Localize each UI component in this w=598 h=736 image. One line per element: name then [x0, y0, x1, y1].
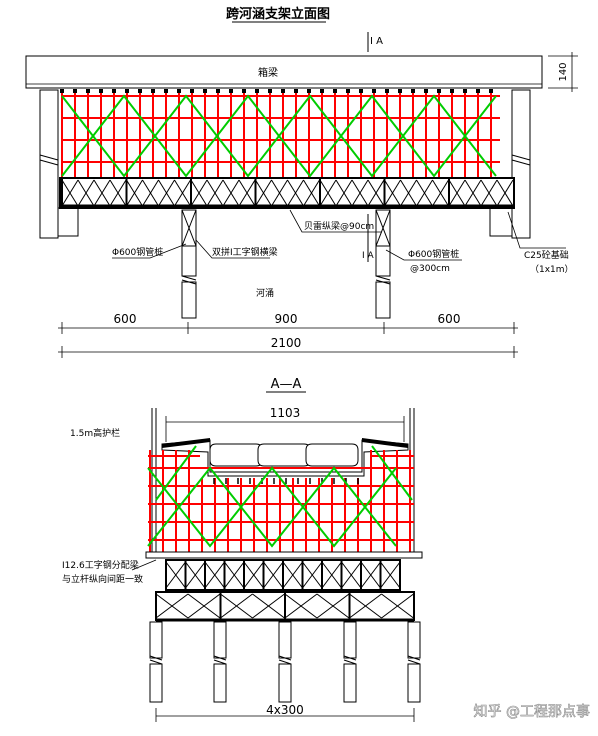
- bailey-truss-elevation: [59, 177, 515, 209]
- jack-head: [333, 89, 337, 93]
- scaffold-grid-elevation: [60, 89, 500, 179]
- jack-head: [463, 89, 467, 93]
- end-column-left: [39, 89, 59, 239]
- jack-head: [424, 89, 428, 93]
- jack-head: [216, 89, 220, 93]
- section-mark-top: I A: [370, 36, 383, 47]
- jack-head: [268, 89, 272, 93]
- jack-head: [229, 89, 233, 93]
- pier-upper: [343, 621, 357, 659]
- jack-head: [294, 89, 298, 93]
- dim-140: 140: [558, 62, 569, 81]
- jack-head: [359, 89, 363, 93]
- river-label: 河涌: [256, 287, 274, 299]
- bottom-dimension: [155, 708, 415, 722]
- diagonal-bracing-elevation: [61, 94, 497, 178]
- guardrail-posts: [151, 408, 415, 552]
- jack-head: [112, 89, 116, 93]
- pier-upper: [149, 621, 163, 659]
- jack-head: [177, 89, 181, 93]
- distribution-beam: [145, 551, 423, 559]
- jack-head: [281, 89, 285, 93]
- jack-head: [476, 89, 480, 93]
- pile-spacing-label: @300cm: [410, 264, 450, 274]
- support-pier-left: [181, 209, 197, 319]
- section-title: A—A: [271, 377, 302, 392]
- width-dimension: [165, 416, 405, 442]
- jack-head: [86, 89, 90, 93]
- concrete-base-size: （1x1m）: [530, 264, 574, 275]
- steel-pipe-pile-right-label: Φ600钢管桩: [408, 248, 459, 260]
- jack-head: [164, 89, 168, 93]
- jack-head: [320, 89, 324, 93]
- jack-head: [73, 89, 77, 93]
- jack-head: [125, 89, 129, 93]
- steel-pipe-pile-left-label: Φ600钢管桩: [112, 246, 163, 258]
- box-girder-label: 箱梁: [258, 66, 278, 79]
- dim-span-3: 600: [438, 312, 461, 326]
- jack-head: [60, 89, 64, 93]
- dim-span-1: 600: [114, 312, 137, 326]
- bailey-truss-section: [155, 559, 415, 622]
- support-pier-right: [375, 209, 391, 319]
- bailey-spacing-label: 贝雷纵梁@90cm: [304, 220, 374, 232]
- leader-lines: [112, 209, 566, 261]
- height-dimension: [548, 52, 578, 92]
- distribution-beam-label-2: 与立杆纵向间距一致: [62, 573, 143, 585]
- double-i-beam-label: 双拼I工字钢横梁: [212, 246, 278, 258]
- span-dimension-lines: [58, 322, 518, 358]
- jack-head: [398, 89, 402, 93]
- scaffold-grid-section: [148, 450, 414, 552]
- jack-head: [411, 89, 415, 93]
- jack-head: [450, 89, 454, 93]
- diagonal-bracing-section: [147, 445, 413, 548]
- pier-lower: [213, 663, 227, 703]
- distribution-beam-label-1: I12.6工字钢分配梁: [62, 559, 139, 571]
- concrete-base-left: [57, 207, 79, 237]
- jack-head: [151, 89, 155, 93]
- jack-head: [489, 89, 493, 93]
- jack-head: [372, 89, 376, 93]
- guardrail-label: 1.5m高护栏: [70, 427, 120, 439]
- jack-head: [190, 89, 194, 93]
- jack-head: [307, 89, 311, 93]
- pier-upper: [278, 621, 292, 659]
- truss-frame: [59, 177, 515, 209]
- dim-total: 2100: [271, 336, 302, 350]
- deck-wings: [162, 438, 408, 448]
- section-piers: [149, 621, 421, 703]
- box-girder: [25, 55, 543, 89]
- jack-head: [255, 89, 259, 93]
- end-column-right: [511, 89, 531, 239]
- watermark: 知乎 @工程那点事: [474, 703, 590, 720]
- jack-head: [138, 89, 142, 93]
- width-dim-1103: 1103: [270, 406, 301, 420]
- pier-lower: [278, 663, 292, 703]
- jack-head: [437, 89, 441, 93]
- pier-upper: [213, 621, 227, 659]
- pier-upper: [407, 621, 421, 659]
- pier-lower: [343, 663, 357, 703]
- concrete-base-right: [489, 207, 513, 237]
- bottom-dim-4x300: 4x300: [266, 703, 304, 717]
- pier-lower: [407, 663, 421, 703]
- section-mark-lower: I A: [362, 251, 375, 261]
- jack-head: [346, 89, 350, 93]
- pier-lower: [149, 663, 163, 703]
- jack-head: [242, 89, 246, 93]
- concrete-base-label: C25砼基础: [524, 249, 569, 261]
- distribution-beam-leader: [131, 559, 157, 571]
- dim-span-2: 900: [275, 312, 298, 326]
- jack-head: [203, 89, 207, 93]
- jack-head: [99, 89, 103, 93]
- elevation-title: 跨河涵支架立面图: [226, 6, 330, 22]
- jack-head: [385, 89, 389, 93]
